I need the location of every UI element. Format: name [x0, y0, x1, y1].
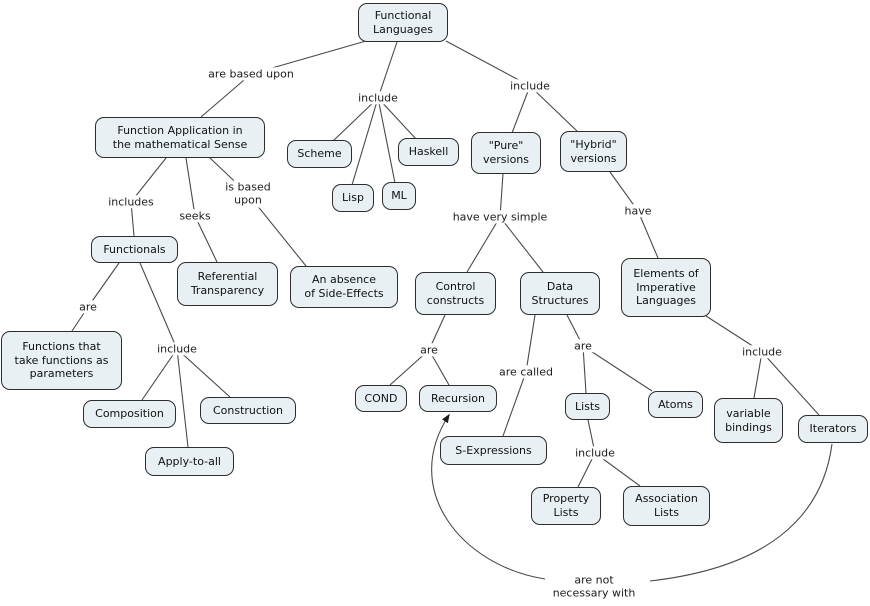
edge-are-not-to-recursion	[431, 413, 546, 580]
concept-node-control-constructs[interactable]: Control constructs	[415, 272, 496, 315]
link-label-are-not-necessary-with[interactable]: are not necessary with	[549, 573, 639, 601]
link-label-include-versions[interactable]: include	[507, 79, 553, 93]
concept-node-pure-versions[interactable]: "Pure" versions	[471, 132, 541, 174]
concept-node-functions-take-params[interactable]: Functions that take functions as paramet…	[1, 331, 122, 390]
edge-seeks-1	[194, 215, 218, 263]
concept-node-lisp[interactable]: Lisp	[332, 184, 374, 212]
link-label-include-lists[interactable]: include	[572, 446, 618, 460]
edge-are-data-2	[582, 345, 653, 392]
edge-iterators-to-are-not	[649, 443, 833, 582]
edge-includes-0	[130, 157, 167, 203]
link-label-seeks[interactable]: seeks	[176, 209, 214, 223]
concept-node-recursion[interactable]: Recursion	[419, 385, 497, 412]
edge-include-functionals-3	[176, 348, 231, 398]
link-label-are-called[interactable]: are called	[496, 365, 556, 379]
concept-node-hybrid-versions[interactable]: "Hybrid" versions	[560, 131, 627, 172]
edge-have-very-simple-1	[466, 216, 501, 273]
edge-include-functionals-2	[176, 348, 189, 448]
link-label-include-elements[interactable]: include	[739, 345, 785, 359]
concept-node-composition[interactable]: Composition	[83, 400, 176, 428]
edge-are-data-1	[582, 345, 587, 394]
edge-include-languages-2	[351, 97, 379, 186]
link-label-is-based-upon[interactable]: is based upon	[222, 180, 274, 208]
link-label-have-very-simple[interactable]: have very simple	[449, 210, 551, 224]
concept-node-scheme[interactable]: Scheme	[287, 140, 352, 168]
edge-seeks-0	[185, 157, 196, 217]
edge-are-functionals-0	[87, 262, 120, 308]
edge-include-versions-1	[511, 85, 531, 134]
concept-node-ml[interactable]: ML	[382, 182, 416, 210]
edge-include-versions-0	[445, 40, 531, 87]
concept-node-apply-to-all[interactable]: Apply-to-all	[145, 447, 234, 476]
edge-are-called-0	[525, 314, 536, 373]
edge-have-very-simple-0	[499, 173, 504, 218]
concept-node-absence-of-side-effects[interactable]: An absence of Side-Effects	[290, 266, 398, 308]
edge-have-1	[637, 210, 659, 259]
concept-node-variable-bindings[interactable]: variable bindings	[714, 398, 783, 443]
link-label-are-functionals[interactable]: are	[76, 300, 100, 314]
edge-include-languages-3	[377, 97, 396, 184]
concept-node-functionals[interactable]: Functionals	[91, 236, 178, 263]
edge-include-elements-2	[761, 351, 820, 416]
concept-node-elements-imperative[interactable]: Elements of Imperative Languages	[621, 258, 711, 317]
edge-have-very-simple-2	[499, 216, 544, 273]
concept-node-atoms[interactable]: Atoms	[648, 391, 703, 418]
edge-include-languages-0	[377, 41, 398, 99]
link-label-include-languages[interactable]: include	[355, 91, 401, 105]
link-label-have[interactable]: have	[621, 204, 655, 218]
concept-node-haskell[interactable]: Haskell	[398, 138, 459, 166]
concept-node-data-structures[interactable]: Data Structures	[520, 272, 600, 315]
edge-include-languages-4	[377, 97, 417, 140]
concept-node-iterators[interactable]: Iterators	[798, 415, 868, 443]
edge-include-versions-2	[529, 85, 578, 132]
concept-node-referential-transparency[interactable]: Referential Transparency	[177, 262, 278, 306]
edge-are-called-1	[502, 371, 527, 437]
concept-node-cond[interactable]: COND	[355, 385, 407, 412]
edge-include-elements-1	[753, 351, 763, 399]
concept-node-s-expressions[interactable]: S-Expressions	[440, 436, 547, 465]
concept-node-association-lists[interactable]: Association Lists	[623, 486, 710, 526]
concept-node-property-lists[interactable]: Property Lists	[531, 487, 601, 525]
link-label-are-based-upon[interactable]: are based upon	[205, 67, 297, 81]
edge-include-languages-1	[332, 97, 379, 142]
concept-node-function-application[interactable]: Function Application in the mathematical…	[95, 117, 265, 158]
concept-node-lists[interactable]: Lists	[565, 393, 610, 420]
concept-node-functional-languages[interactable]: Functional Languages	[358, 3, 448, 42]
edge-include-functionals-1	[141, 348, 178, 401]
concept-node-construction[interactable]: Construction	[200, 397, 296, 424]
link-label-includes[interactable]: includes	[105, 195, 157, 209]
link-label-are-constructs[interactable]: are	[417, 343, 441, 357]
edge-include-functionals-0	[139, 262, 178, 350]
link-label-are-data[interactable]: are	[571, 339, 595, 353]
edge-are-based-upon-1	[200, 73, 252, 118]
link-label-include-functionals[interactable]: include	[154, 342, 200, 356]
